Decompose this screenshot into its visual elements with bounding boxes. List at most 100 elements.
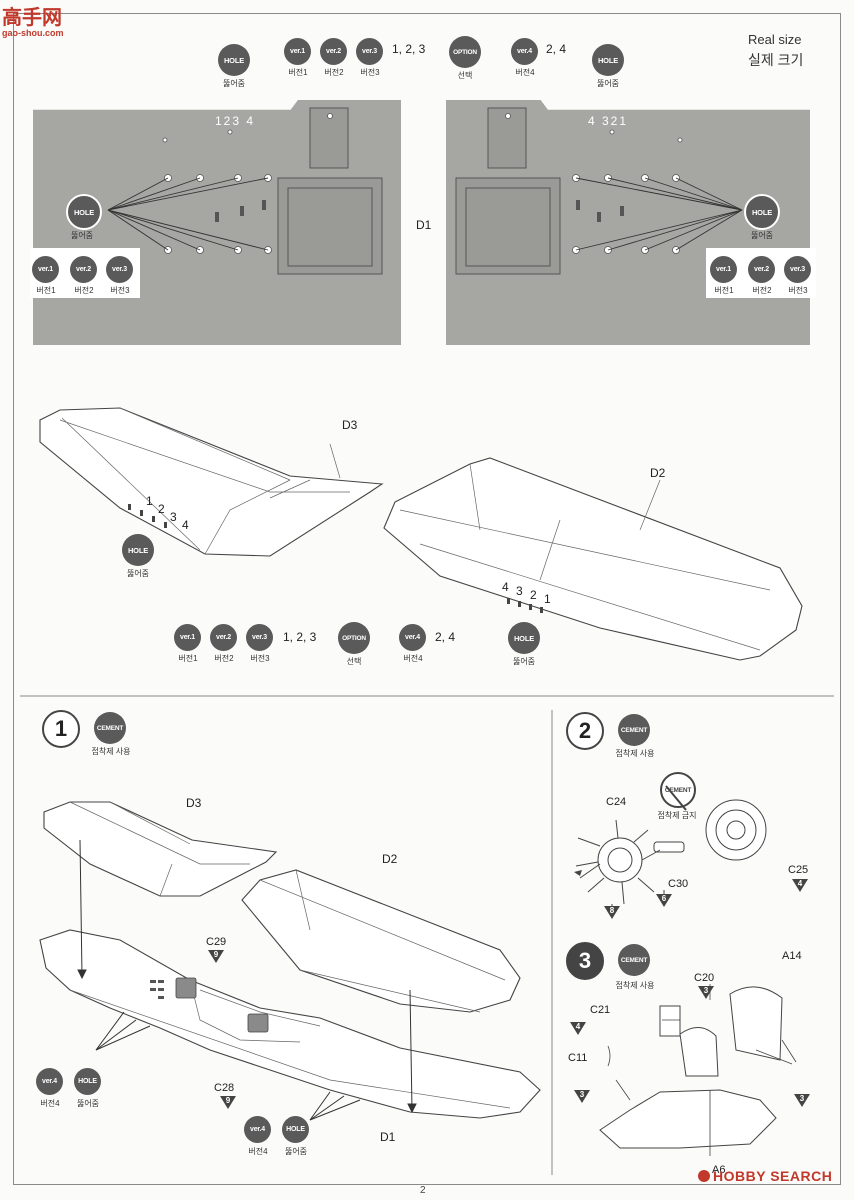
hole-badge-d3: HOLE <box>122 534 154 566</box>
c11-top-triangle <box>570 1022 586 1035</box>
versions-24-top: 2, 4 <box>546 42 567 56</box>
versions-123-mid: 1, 2, 3 <box>283 630 317 644</box>
d3-number-3: 3 <box>170 510 177 524</box>
ver2-caption-top: 버전2 <box>324 68 344 77</box>
ver3-badge-right-wing: ver.3 <box>784 256 811 283</box>
hole-badge-right-wing: HOLE <box>744 194 780 230</box>
step2-label-c30: C30 <box>668 878 689 890</box>
top-part-label-d1: D1 <box>416 218 432 232</box>
page-number: 2 <box>420 1185 426 1196</box>
ver1-badge-top: ver.1 <box>284 38 311 65</box>
cement-caption-step1: 접착제 사용 <box>91 747 131 756</box>
d2-number-2: 2 <box>530 588 537 602</box>
c11-bottom-triangle-num: 3 <box>579 1090 585 1099</box>
cement-caption-step2: 접착제 사용 <box>615 749 655 758</box>
mid-label-d2: D2 <box>650 466 666 480</box>
step3-label-a14: A14 <box>782 950 802 962</box>
step3-number: 3 <box>566 942 604 980</box>
watermark-site: gao-shou.com <box>2 28 64 38</box>
c28-triangle-num: 9 <box>225 1096 231 1105</box>
option-badge-top: OPTION <box>449 36 481 68</box>
ver1-caption-top: 버전1 <box>288 68 308 77</box>
step3-label-c21: C21 <box>590 1004 611 1016</box>
ver4-caption-step1-left: 버전4 <box>40 1099 60 1108</box>
step3-cockpit-drawing <box>599 984 797 1156</box>
step1-label-c29: C29 <box>206 936 227 948</box>
c24-triangle <box>604 906 620 919</box>
d3-number-2: 2 <box>158 502 165 516</box>
hole-badge-step1-right: HOLE <box>282 1116 309 1143</box>
ver1-caption-mid: 버전1 <box>178 654 198 663</box>
c25-triangle <box>792 879 808 892</box>
d2-number-4: 4 <box>502 580 509 594</box>
c29-triangle <box>208 950 224 963</box>
hobby-search-logo: HOBBY SEARCH <box>698 1168 832 1184</box>
ver3-badge-top: ver.3 <box>356 38 383 65</box>
c25-triangle-num: 4 <box>797 879 803 888</box>
watermark-logo: 高手网 gao-shou.com <box>2 6 70 40</box>
step1-label-c28: C28 <box>214 1082 235 1094</box>
ver3-badge-mid: ver.3 <box>246 624 273 651</box>
d2-number-1: 1 <box>544 592 551 606</box>
d3-number-1: 1 <box>146 494 153 508</box>
step3-label-c11: C11 <box>568 1052 588 1064</box>
c30-triangle <box>656 894 672 907</box>
hole-caption-step1-right: 뚫어줌 <box>284 1147 308 1156</box>
option-caption-top: 선택 <box>457 71 473 80</box>
hole-badge-step1-left: HOLE <box>74 1068 101 1095</box>
ver2-badge-mid: ver.2 <box>210 624 237 651</box>
step2-label-c24: C24 <box>606 796 627 808</box>
step3-label-c20: C20 <box>694 972 715 984</box>
a14-triangle-num: 3 <box>799 1094 805 1103</box>
c11-top-triangle-num: 4 <box>575 1022 581 1031</box>
step1-number: 1 <box>42 710 80 748</box>
c30-triangle-num: 6 <box>661 894 667 903</box>
step1-label-d1: D1 <box>380 1130 396 1144</box>
ver1-badge-right-wing: ver.1 <box>710 256 737 283</box>
versions-123-top: 1, 2, 3 <box>392 42 426 56</box>
hole-caption-d3: 뚫어줌 <box>126 569 150 578</box>
cement-caption-step3: 접착제 사용 <box>615 981 655 990</box>
middle-wing-drawing <box>39 407 803 661</box>
c20-triangle-num: 3 <box>703 986 709 995</box>
ver2-caption-left-wing: 버전2 <box>74 286 94 295</box>
ver3-caption-right-wing: 버전3 <box>788 286 808 295</box>
d3-number-4: 4 <box>182 518 189 532</box>
ver1-badge-mid: ver.1 <box>174 624 201 651</box>
ver1-caption-left-wing: 버전1 <box>36 286 56 295</box>
step2-label-c25: C25 <box>788 864 809 876</box>
no-cement-badge: CEMENT <box>660 772 696 808</box>
hole-caption-right-wing: 뚫어줌 <box>750 231 774 240</box>
hole-badge-left-wing: HOLE <box>66 194 102 230</box>
option-caption-mid: 선택 <box>346 657 362 666</box>
hole-caption-mid-right: 뚫어줌 <box>512 657 536 666</box>
step1-label-d2: D2 <box>382 852 398 866</box>
c24-triangle-num: 8 <box>609 906 615 915</box>
ver4-caption-top: 버전4 <box>515 68 535 77</box>
ver2-badge-top: ver.2 <box>320 38 347 65</box>
c11-bottom-triangle <box>574 1090 590 1103</box>
cement-badge-step2: CEMENT <box>618 714 650 746</box>
page-frame <box>13 13 841 1185</box>
step3-label-a6: A6 <box>712 1164 726 1176</box>
hole-badge-top-left: HOLE <box>218 44 250 76</box>
cement-badge-step1: CEMENT <box>94 712 126 744</box>
ver2-caption-mid: 버전2 <box>214 654 234 663</box>
ver3-caption-mid: 버전3 <box>250 654 270 663</box>
ver4-badge-step1-right: ver.4 <box>244 1116 271 1143</box>
step1-assembly-drawing <box>39 801 541 1121</box>
ver4-badge-top: ver.4 <box>511 38 538 65</box>
versions-24-mid: 2, 4 <box>435 630 456 644</box>
ver1-caption-right-wing: 버전1 <box>714 286 734 295</box>
ver2-badge-right-wing: ver.2 <box>748 256 775 283</box>
ver4-caption-step1-right: 버전4 <box>248 1147 268 1156</box>
d2-number-3: 3 <box>516 584 523 598</box>
top-left-hole-numbers: 123 4 <box>215 114 256 128</box>
no-cement-caption: 접착제 금지 <box>657 811 697 820</box>
option-badge-mid: OPTION <box>338 622 370 654</box>
ver4-badge-step1-left: ver.4 <box>36 1068 63 1095</box>
c29-triangle-num: 9 <box>213 950 219 959</box>
a14-triangle <box>794 1094 810 1107</box>
ver2-caption-right-wing: 버전2 <box>752 286 772 295</box>
